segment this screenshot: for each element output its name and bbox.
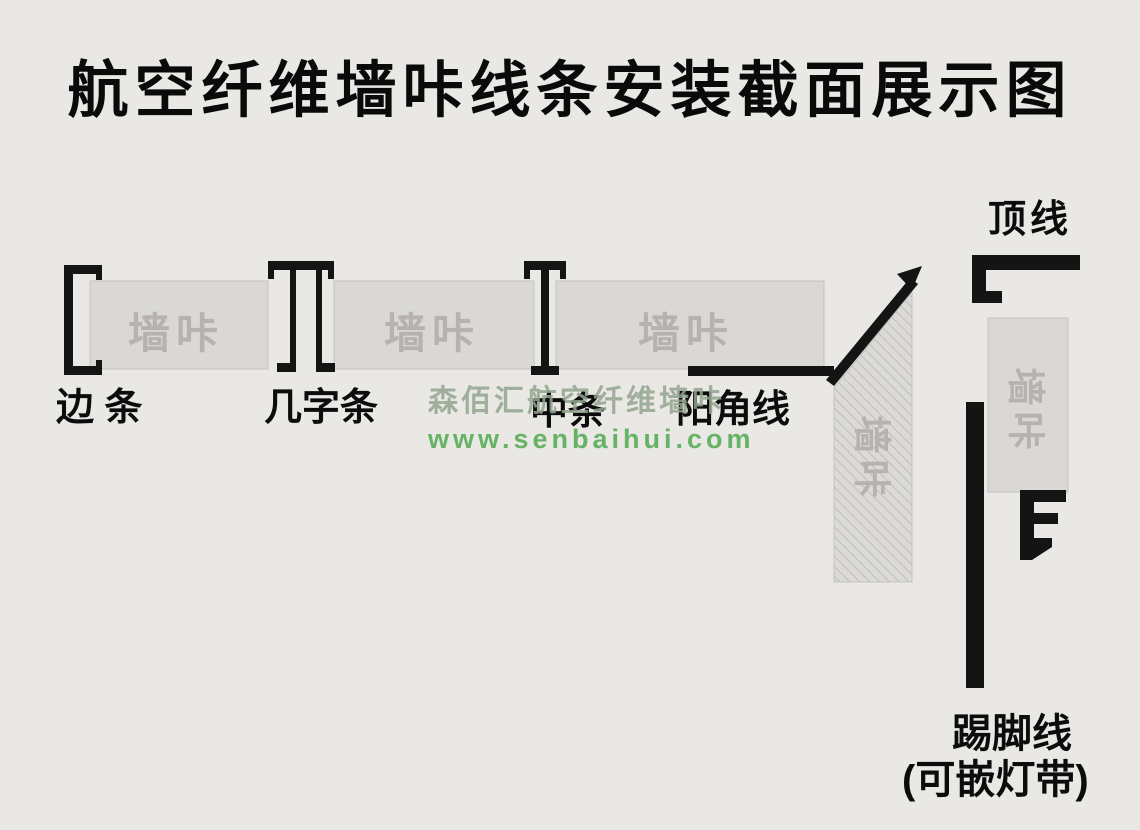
ji-strip-profile <box>268 261 335 372</box>
ji-strip-right-leg <box>316 270 322 372</box>
corner-trim-arrow <box>897 266 922 290</box>
skirting-profile <box>1020 490 1066 560</box>
label-top-line: 顶线 <box>988 199 1073 241</box>
wall-panel-3 <box>555 280 825 370</box>
corner-trim-profile <box>688 266 922 386</box>
ji-strip-left-foot <box>277 363 296 372</box>
ji-strip-cap <box>268 261 334 279</box>
right-panel-watermark: 墙咔 <box>1003 367 1046 456</box>
middle-strip-foot <box>531 366 559 375</box>
middle-strip-stem <box>541 270 549 375</box>
label-edge-strip: 边 条 <box>56 387 143 429</box>
ji-strip-left-leg <box>290 270 296 372</box>
corner-trim-diagonal <box>826 278 918 386</box>
corner-trim-flange <box>688 366 834 376</box>
ji-strip-right-foot <box>316 363 335 372</box>
panel-2-watermark: 墙咔 <box>384 310 481 357</box>
wall-line <box>966 402 984 688</box>
wall-panel-2 <box>333 280 535 370</box>
middle-strip-profile <box>524 261 566 375</box>
panel-1-watermark: 墙咔 <box>128 310 225 357</box>
label-middle-strip: 中条 <box>530 391 607 433</box>
label-corner-line: 阳角线 <box>676 389 791 431</box>
wall-panel-1 <box>89 280 269 370</box>
site-watermark-url: www.senbaihui.com <box>428 424 755 454</box>
panel-3-watermark: 墙咔 <box>638 310 735 357</box>
corner-wall-panel-hatch <box>834 292 912 582</box>
corner-panel-watermark: 墙咔 <box>849 415 892 504</box>
top-line-foot <box>972 291 1002 303</box>
right-wall-panel <box>987 317 1069 493</box>
label-skirting-line: 踢脚线 <box>952 712 1072 756</box>
site-watermark-brand: 森佰汇航空纤维墙咔 <box>428 385 725 418</box>
edge-strip-profile <box>64 265 102 375</box>
page-title: 航空纤维墙咔线条安装截面展示图 <box>67 56 1073 124</box>
top-line-profile <box>972 255 1080 303</box>
label-skirting-note: (可嵌灯带) <box>902 758 1089 802</box>
label-ji-strip: 几字条 <box>264 387 379 429</box>
top-line-bar <box>972 255 1080 270</box>
